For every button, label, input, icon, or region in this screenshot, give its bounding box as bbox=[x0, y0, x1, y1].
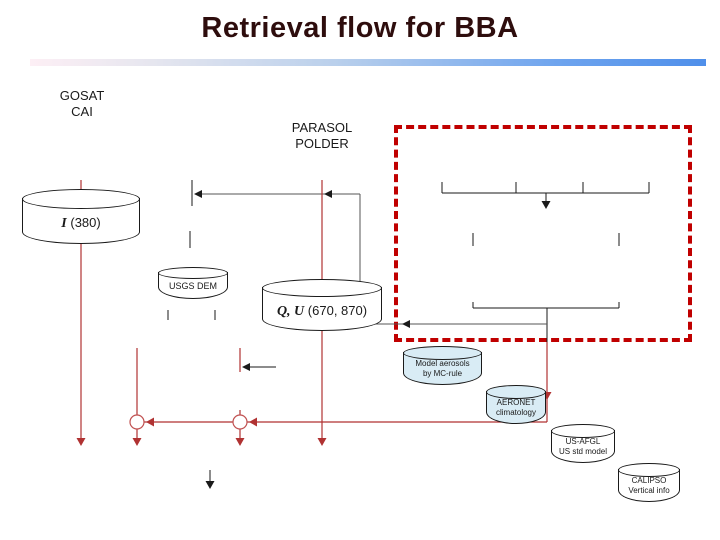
usgs-dem-cylinder: USGS DEM bbox=[158, 267, 228, 299]
parasol-polder-label: PARASOL POLDER bbox=[291, 120, 353, 151]
page-title: Retrieval flow for BBA bbox=[201, 12, 519, 44]
cylinder-cap bbox=[22, 189, 140, 209]
cylinder-cap bbox=[551, 424, 615, 438]
black-arrowheads bbox=[205, 201, 551, 489]
cylinder-cap bbox=[403, 346, 482, 360]
polder-radiance-cylinder: Q, U (670, 870) bbox=[262, 279, 382, 331]
gosat-cai-label: GOSAT CAI bbox=[59, 88, 105, 119]
red-arrowheads bbox=[76, 392, 552, 446]
cylinder-cap bbox=[618, 463, 680, 477]
model-aerosols-cylinder: Model aerosols by MC-rule bbox=[403, 346, 482, 385]
comparison-node-1 bbox=[129, 414, 145, 430]
aeronet-cylinder: AERONET climatology bbox=[486, 385, 546, 424]
cylinder-cap bbox=[158, 267, 228, 279]
comparison-node-2 bbox=[232, 414, 248, 430]
cylinder-cap bbox=[262, 279, 382, 297]
us-afgl-cylinder: US-AFGL US std model bbox=[551, 424, 615, 463]
divider-gradient-bar bbox=[30, 59, 706, 66]
black-connectors bbox=[167, 180, 650, 484]
ancillary-dashed-box bbox=[394, 125, 692, 342]
cai-radiance-cylinder: I (380) bbox=[22, 189, 140, 244]
cylinder-cap bbox=[486, 385, 546, 399]
calipso-cylinder: CALIPSO Vertical info bbox=[618, 463, 680, 502]
feedback-arrowheads bbox=[194, 190, 410, 328]
